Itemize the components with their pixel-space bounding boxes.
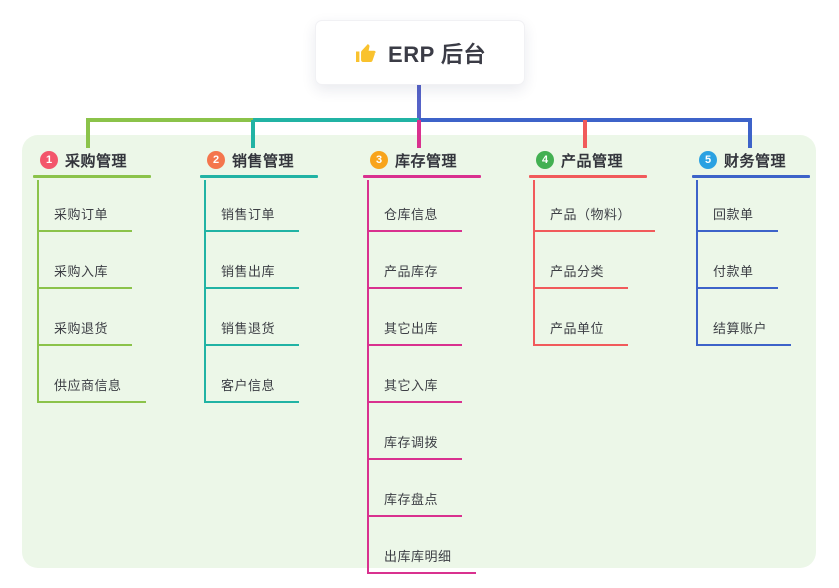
child-node[interactable]: 产品单位 (535, 320, 629, 346)
child-node[interactable]: 销售退货 (206, 320, 300, 346)
branch-label: 产品管理 (561, 152, 624, 170)
root-node-erp[interactable]: ERP 后台 (315, 20, 525, 85)
branch-children: 仓库信息 产品库存 其它出库 其它入库 库存调拨 库存盘点 出库库明细 (367, 180, 481, 574)
branch-number-badge: 1 (40, 151, 58, 169)
child-node[interactable]: 库存盘点 (369, 491, 463, 517)
thumbs-up-icon (354, 41, 378, 65)
branch-number-badge: 2 (207, 151, 225, 169)
connector-bus-segment-green (86, 118, 253, 122)
branch-children: 销售订单 销售出库 销售退货 客户信息 (204, 180, 318, 403)
branch-children: 产品（物料） 产品分类 产品单位 (533, 180, 656, 346)
branch-label: 销售管理 (232, 152, 295, 170)
child-node[interactable]: 其它入库 (369, 377, 463, 403)
branch-node[interactable]: 1 采购管理 (40, 148, 151, 172)
child-node[interactable]: 产品库存 (369, 263, 463, 289)
branch-label: 采购管理 (65, 152, 128, 170)
connector-drop-branch-1 (86, 120, 90, 148)
branch-label: 财务管理 (724, 152, 787, 170)
child-node[interactable]: 回款单 (698, 206, 778, 232)
branch-children: 回款单 付款单 结算账户 (696, 180, 810, 346)
child-node[interactable]: 销售出库 (206, 263, 300, 289)
branch-purchase-management: 1 采购管理 采购订单 采购入库 采购退货 供应商信息 (33, 148, 151, 403)
branch-node[interactable]: 4 产品管理 (536, 148, 655, 172)
branch-number-badge: 5 (699, 151, 717, 169)
connector-root-drop (417, 83, 421, 120)
branch-children: 采购订单 采购入库 采购退货 供应商信息 (37, 180, 151, 403)
branch-label: 库存管理 (395, 152, 458, 170)
branch-number-badge: 4 (536, 151, 554, 169)
branch-product-management: 4 产品管理 产品（物料） 产品分类 产品单位 (529, 148, 656, 346)
branch-underline (363, 175, 481, 178)
child-node[interactable]: 产品分类 (535, 263, 629, 289)
connector-bus-segment-teal (253, 118, 419, 122)
branch-underline (692, 175, 810, 178)
root-node-label: ERP 后台 (388, 41, 486, 67)
child-node[interactable]: 采购入库 (39, 263, 133, 289)
branch-underline (529, 175, 647, 178)
connector-drop-branch-4 (583, 120, 587, 148)
branch-node[interactable]: 2 销售管理 (207, 148, 318, 172)
connector-drop-branch-5 (748, 120, 752, 148)
child-node[interactable]: 结算账户 (698, 320, 792, 346)
child-node[interactable]: 库存调拨 (369, 434, 463, 460)
child-node[interactable]: 供应商信息 (39, 377, 146, 403)
child-node[interactable]: 采购退货 (39, 320, 133, 346)
branch-node[interactable]: 3 库存管理 (370, 148, 481, 172)
child-node[interactable]: 采购订单 (39, 206, 133, 232)
branch-underline (200, 175, 318, 178)
branch-finance-management: 5 财务管理 回款单 付款单 结算账户 (692, 148, 810, 346)
mindmap-background-panel (22, 135, 816, 568)
connector-drop-branch-3 (417, 120, 421, 148)
branch-number-badge: 3 (370, 151, 388, 169)
branch-sales-management: 2 销售管理 销售订单 销售出库 销售退货 客户信息 (200, 148, 318, 403)
child-node[interactable]: 销售订单 (206, 206, 300, 232)
child-node[interactable]: 仓库信息 (369, 206, 463, 232)
branch-node[interactable]: 5 财务管理 (699, 148, 810, 172)
child-node[interactable]: 客户信息 (206, 377, 300, 403)
child-node[interactable]: 付款单 (698, 263, 778, 289)
child-node[interactable]: 出库库明细 (369, 548, 476, 574)
connector-drop-branch-2 (251, 120, 255, 148)
child-node[interactable]: 其它出库 (369, 320, 463, 346)
child-node[interactable]: 产品（物料） (535, 206, 656, 232)
branch-inventory-management: 3 库存管理 仓库信息 产品库存 其它出库 其它入库 库存调拨 库存盘点 出库库… (363, 148, 481, 574)
branch-underline (33, 175, 151, 178)
